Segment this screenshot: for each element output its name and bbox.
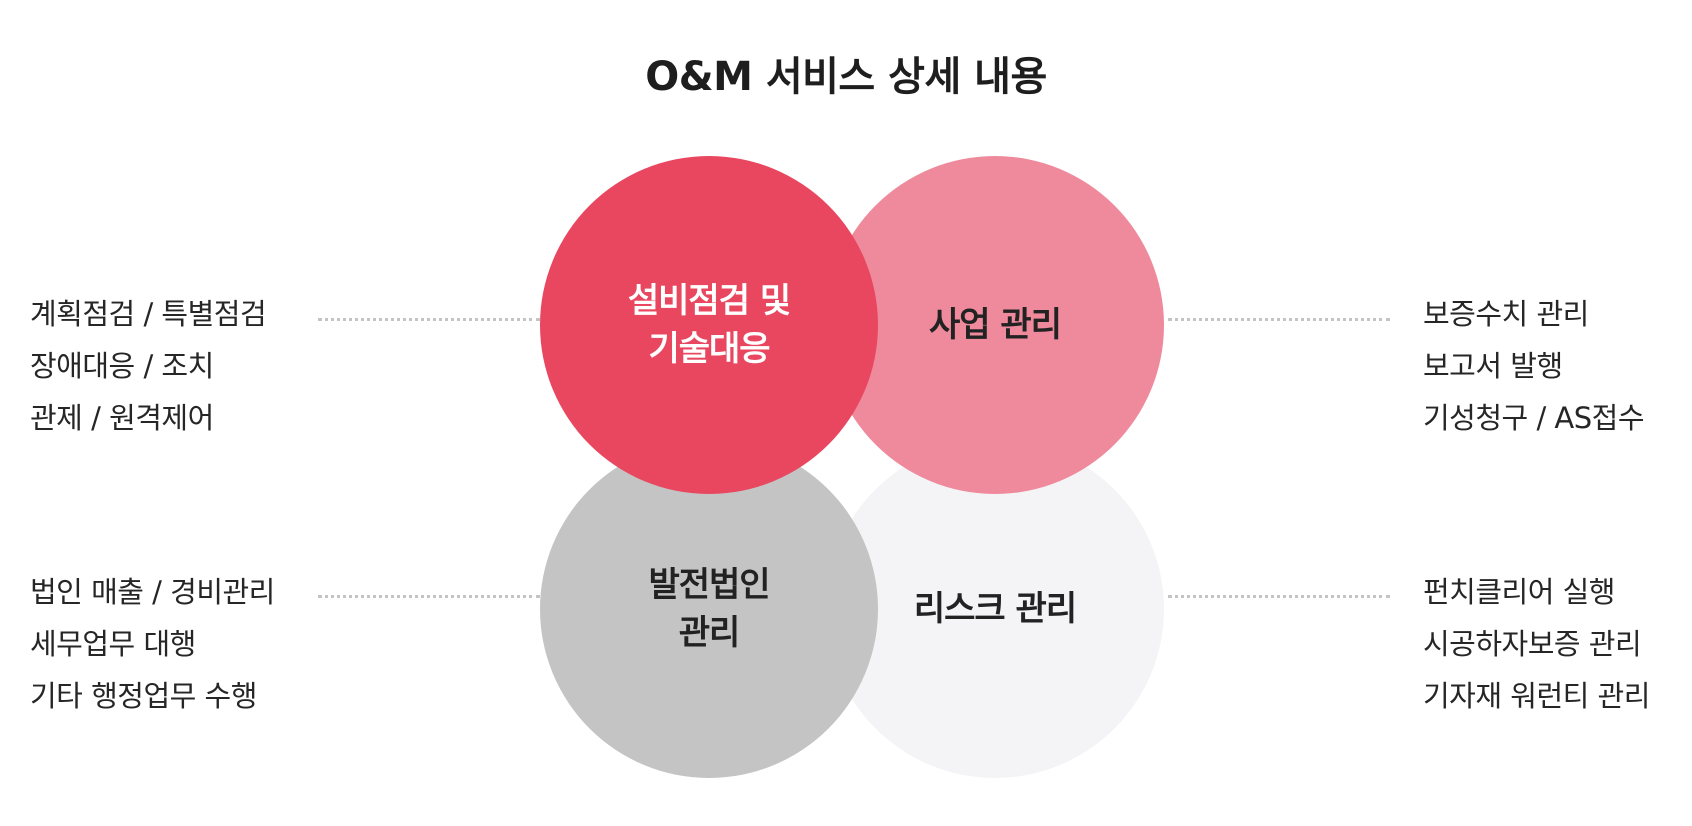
dotted-connector-right-bottom bbox=[1168, 595, 1390, 598]
circle-corporation-management-line2: 관리 bbox=[678, 613, 741, 653]
diagram-title: O&M 서비스 상세 내용 bbox=[645, 54, 1047, 100]
circle-risk-management-label: 리스크 관리 bbox=[913, 589, 1077, 629]
right-bottom-list: 펀치클리어 실행 시공하자보증 관리 기자재 워런티 관리 bbox=[1423, 566, 1650, 722]
circle-corporation-management-line1: 발전법인 bbox=[648, 565, 770, 605]
circle-business-management: 사업 관리 bbox=[826, 156, 1164, 494]
circle-corporation-management: 발전법인 관리 bbox=[540, 440, 878, 778]
dotted-connector-left-bottom bbox=[318, 595, 540, 598]
list-item: 시공하자보증 관리 bbox=[1423, 627, 1642, 661]
circle-facility-inspection-line1: 설비점검 및 bbox=[627, 281, 791, 321]
list-item: 보고서 발행 bbox=[1423, 349, 1563, 383]
left-bottom-list: 법인 매출 / 경비관리 세무업무 대행 기타 행정업무 수행 bbox=[30, 566, 275, 722]
circle-facility-inspection-line2: 기술대응 bbox=[648, 329, 770, 369]
dotted-connector-right-top bbox=[1168, 318, 1390, 321]
circle-risk-management: 리스크 관리 bbox=[826, 440, 1164, 778]
list-item: 보증수치 관리 bbox=[1423, 297, 1589, 331]
list-item: 기자재 워런티 관리 bbox=[1423, 679, 1650, 713]
right-top-list: 보증수치 관리 보고서 발행 기성청구 / AS접수 bbox=[1423, 288, 1645, 444]
list-item: 법인 매출 / 경비관리 bbox=[30, 575, 275, 609]
list-item: 기성청구 / AS접수 bbox=[1423, 401, 1645, 435]
list-item: 장애대응 / 조치 bbox=[30, 349, 214, 383]
left-top-list: 계획점검 / 특별점검 장애대응 / 조치 관제 / 원격제어 bbox=[30, 288, 267, 444]
list-item: 계획점검 / 특별점검 bbox=[30, 297, 267, 331]
circle-business-management-label: 사업 관리 bbox=[929, 305, 1062, 345]
circle-facility-inspection: 설비점검 및 기술대응 bbox=[540, 156, 878, 494]
dotted-connector-left-top bbox=[318, 318, 540, 321]
list-item: 세무업무 대행 bbox=[30, 627, 196, 661]
list-item: 관제 / 원격제어 bbox=[30, 401, 214, 435]
list-item: 기타 행정업무 수행 bbox=[30, 679, 257, 713]
list-item: 펀치클리어 실행 bbox=[1423, 575, 1615, 609]
